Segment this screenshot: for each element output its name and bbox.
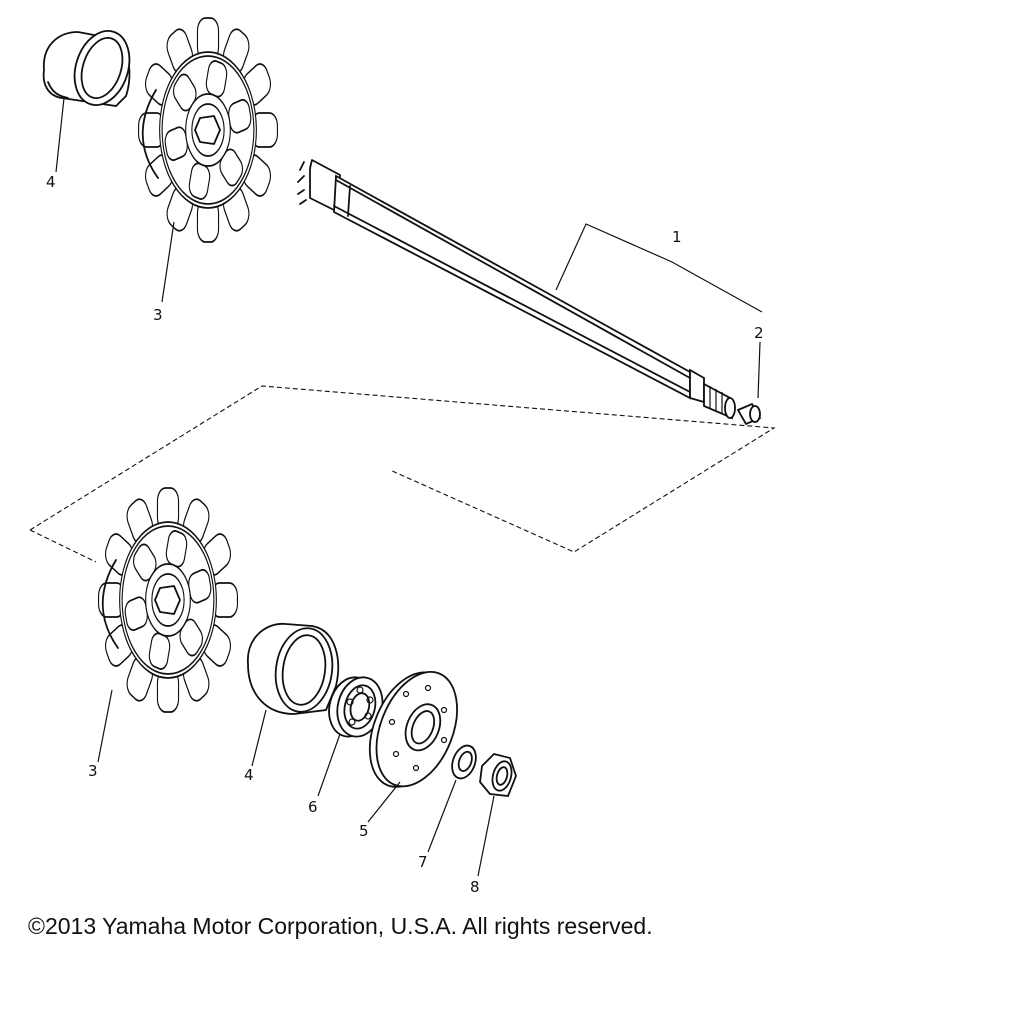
callout-lower-bearing-housing: 4 <box>244 766 254 784</box>
callout-nut: 8 <box>470 878 480 896</box>
lower-sprocket <box>97 487 239 713</box>
callout-washer: 7 <box>418 853 428 871</box>
upper-sprocket <box>137 17 279 243</box>
upper-bearing-housing <box>42 30 131 107</box>
callout-upper-bearing-housing: 4 <box>46 173 56 191</box>
copyright-notice: ©2013 Yamaha Motor Corporation, U.S.A. A… <box>28 913 653 939</box>
washer <box>451 744 477 780</box>
nut <box>479 753 517 797</box>
drive-shaft <box>297 159 736 420</box>
callout-upper-sprocket: 3 <box>153 306 163 324</box>
callout-shaft-pin: 2 <box>754 324 764 342</box>
callout-lower-sprocket: 3 <box>88 762 98 780</box>
callout-shaft: 1 <box>672 228 682 246</box>
lower-bearing-housing <box>247 623 340 715</box>
callout-flange: 5 <box>359 822 369 840</box>
flange-plate <box>368 670 458 788</box>
callout-bearing: 6 <box>308 798 318 816</box>
shaft-pin <box>736 402 762 426</box>
